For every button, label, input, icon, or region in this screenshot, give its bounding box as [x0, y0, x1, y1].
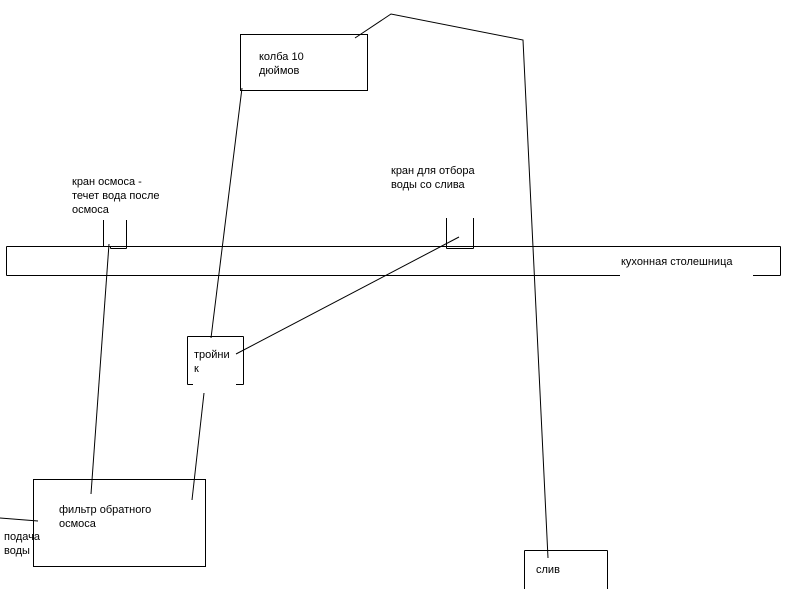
pipe-flask-to-drain	[354, 13, 549, 559]
pipe-drain-tap-to-tee	[235, 236, 460, 355]
flask-label: колба 10 дюймов	[259, 51, 307, 77]
osmosis-tap-label: кран осмоса - течет вода после осмоса	[72, 176, 163, 216]
water-supply-label-line-2: воды	[4, 545, 30, 557]
countertop-label: кухонная столешница	[621, 256, 733, 268]
countertop	[6, 246, 781, 276]
connection-lines	[0, 13, 549, 559]
flask-label-line-2: дюймов	[259, 65, 299, 77]
osmosis-tap-label-line-2: течет вода после	[72, 190, 160, 202]
filter-label: фильтр обратного осмоса	[59, 504, 154, 530]
drain-tap-label: кран для отбора воды со слива	[391, 165, 478, 191]
tee-label-line-2: к	[194, 363, 199, 375]
drain-label: слив	[536, 564, 560, 576]
pipe-tee-to-filter	[191, 392, 205, 501]
drain-box	[524, 550, 608, 589]
filter-box	[33, 479, 206, 567]
osmosis-tap-label-line-1: кран осмоса -	[72, 176, 142, 188]
water-supply-label: подача воды	[4, 531, 43, 557]
drain-tap-label-line-1: кран для отбора	[391, 165, 475, 177]
pipe-flask-to-tee	[210, 87, 243, 339]
filter-label-line-2: осмоса	[59, 518, 97, 530]
filter-label-line-1: фильтр обратного	[59, 504, 151, 516]
tee-label-line-1: тройни	[194, 349, 230, 361]
flask-label-line-1: колба 10	[259, 51, 304, 63]
drain-tap-label-line-2: воды со слива	[391, 179, 466, 191]
pipe-water-supply-to-filter	[0, 517, 39, 522]
tee-label: тройни к	[194, 349, 233, 375]
water-supply-label-line-1: подача	[4, 531, 41, 543]
osmosis-tap-label-line-3: осмоса	[72, 204, 110, 216]
drain-tap	[446, 218, 474, 249]
tee-fitting	[187, 336, 244, 385]
pipe-filter-to-osmosis-tap	[90, 243, 110, 495]
flask-box	[240, 34, 368, 91]
osmosis-tap	[103, 220, 127, 249]
